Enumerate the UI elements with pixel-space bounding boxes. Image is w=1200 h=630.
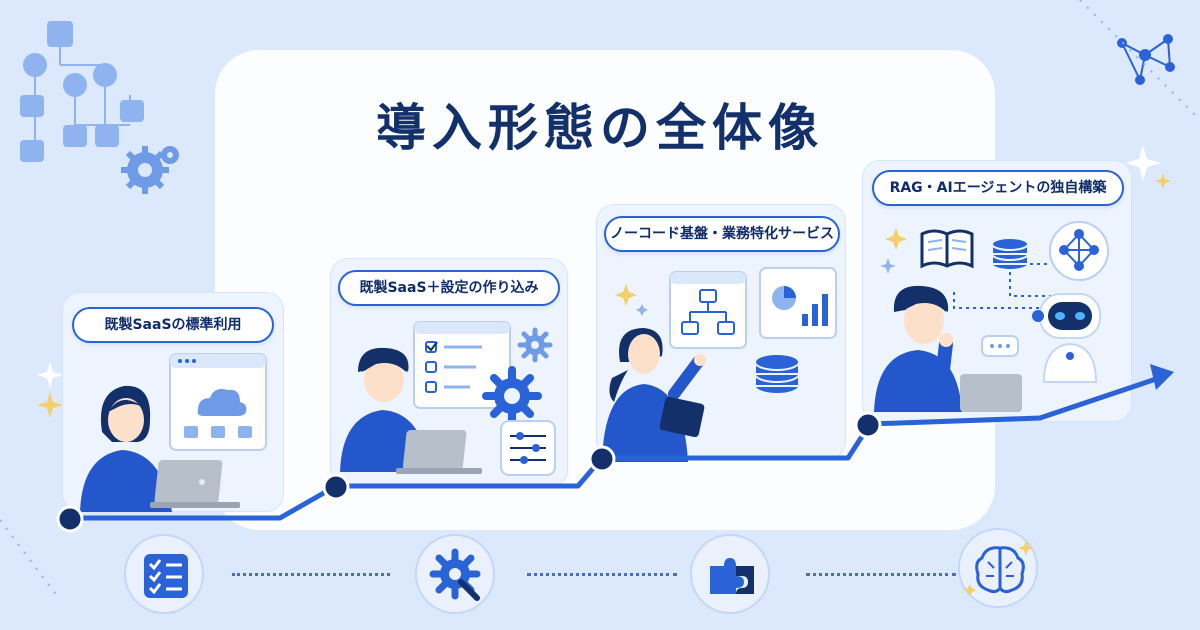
person-woman-tablet <box>602 328 706 462</box>
brain-circuit-icon <box>964 540 1034 596</box>
bottom-icon-gear-wrench <box>415 534 495 614</box>
sliders-panel <box>500 420 556 476</box>
checklist-icon <box>144 554 188 598</box>
gears-decoration <box>121 146 179 194</box>
ai-robot-icon <box>1032 293 1101 383</box>
person-man-thinking <box>874 285 1022 412</box>
gear-large-icon <box>482 366 542 426</box>
database-icon <box>754 353 800 395</box>
network-decoration <box>1117 34 1175 85</box>
person-man-laptop <box>340 347 482 474</box>
dotted-connector-3 <box>806 573 956 577</box>
database-small-icon <box>991 237 1029 271</box>
knowledge-graph-icon <box>1049 221 1109 281</box>
connector-dashed-lines <box>953 263 1060 309</box>
sparkles-step3 <box>615 284 648 316</box>
book-icon <box>920 229 974 269</box>
step-label-4: RAG・AIエージェントの独自構築 <box>872 170 1124 206</box>
org-chart-decoration <box>20 21 144 162</box>
step-label-3: ノーコード基盤・業務特化サービス <box>604 216 840 252</box>
settings-checklist-window <box>413 321 511 409</box>
analytics-chart-window <box>759 267 837 339</box>
bottom-icon-puzzle <box>690 534 770 614</box>
saas-cloud-window <box>169 353 267 451</box>
person-woman-laptop <box>80 385 240 512</box>
dotted-connector-1 <box>232 573 390 577</box>
sparkles-step4 <box>880 228 907 274</box>
milestone-dot-4 <box>854 411 882 439</box>
milestone-dot-2 <box>322 473 350 501</box>
chat-bubble-icon <box>981 335 1019 357</box>
bottom-icon-checklist <box>124 534 204 614</box>
step-label-1: 既製SaaSの標準利用 <box>72 307 274 343</box>
puzzle-icon <box>710 558 754 594</box>
step-label-2: 既製SaaS＋設定の作り込み <box>338 270 560 306</box>
milestone-dot-3 <box>588 445 616 473</box>
milestone-dot-1 <box>56 505 84 533</box>
gear-small-icon <box>517 327 553 363</box>
page-title: 導入形態の全体像 <box>376 99 824 157</box>
bottom-icon-brain <box>958 528 1038 608</box>
dotted-connector-2 <box>527 573 677 577</box>
sparkle-decoration <box>1125 145 1171 189</box>
gear-wrench-icon <box>429 548 481 601</box>
flowchart-window <box>669 271 747 349</box>
sparkle-decoration-left <box>37 362 63 418</box>
